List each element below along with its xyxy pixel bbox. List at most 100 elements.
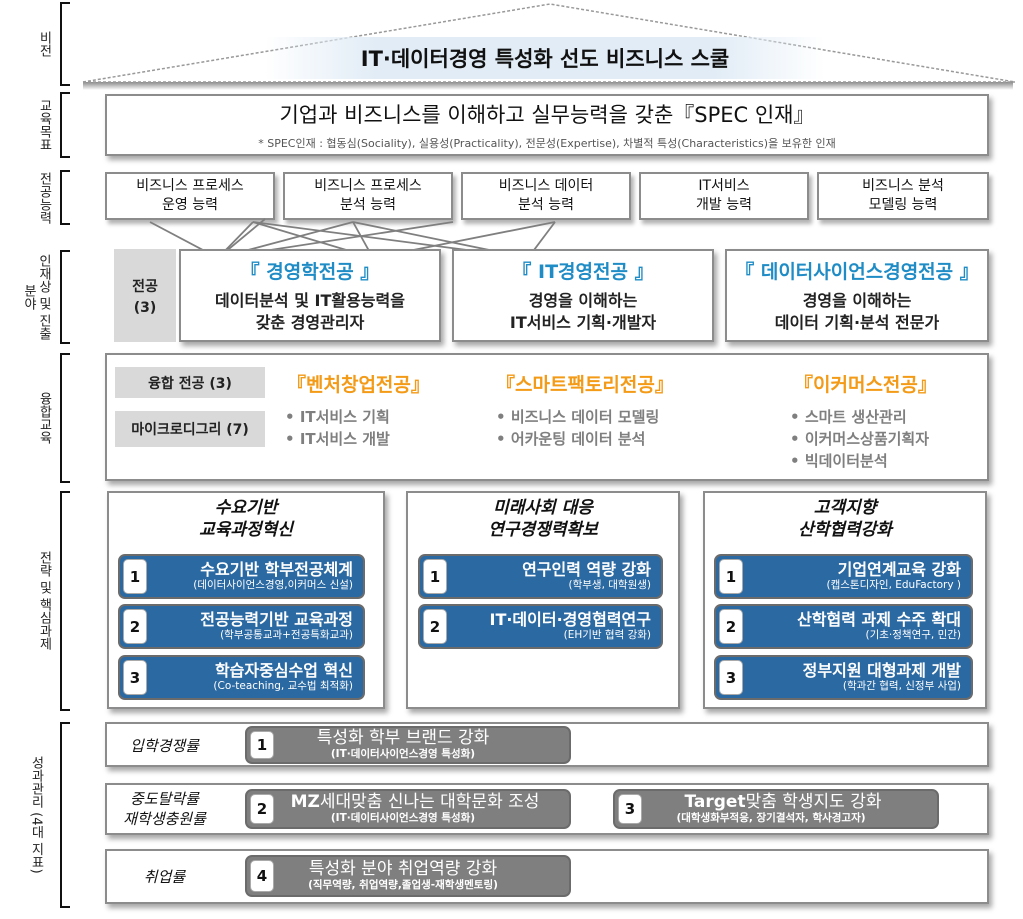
kpi-label-line1: 중도탈락률 — [129, 790, 199, 808]
strategy-bracket — [60, 491, 70, 711]
strategy-card-curriculum: 수요기반 교육과정혁신 1 수요기반 학부전공체계 (데이터사이언스경영,이커머… — [107, 491, 385, 709]
bullet-item: IT서비스 개발 — [285, 429, 390, 451]
task-title: 전공능력기반 교육과정 — [200, 610, 353, 630]
bullet-item: IT서비스 기획 — [285, 407, 390, 429]
task-number: 3 — [618, 794, 642, 824]
task-title: 특성화 학부 브랜드 강화 — [316, 727, 490, 748]
education-goal-bracket — [60, 92, 70, 158]
convergence-title-smart-factory: 『스마트팩토리전공』 — [496, 374, 674, 396]
task-title: IT·데이터·경영협력연구 — [489, 610, 651, 630]
bullet-item: 어카운팅 데이터 분석 — [496, 429, 659, 451]
kpi-task-item: 1 특성화 학부 브랜드 강화 (IT·데이터사이언스경영 특성화) — [245, 726, 571, 764]
kpi-row-employment: 취업률 4 특성화 분야 취업역량 강화 (직무역량, 취업역량,졸업생-재학생… — [105, 849, 989, 904]
talent-bracket — [60, 250, 70, 344]
competency-bracket — [60, 170, 70, 225]
task-number: 1 — [719, 559, 743, 594]
task-number: 1 — [123, 559, 147, 594]
education-goal-note: * SPEC인재 : 협동심(Sociality), 실용성(Practical… — [258, 137, 836, 150]
category-competency-label: 전공능력 — [36, 171, 52, 224]
education-goal-main: 기업과 비즈니스를 이해하고 실무능력을 갖춘『SPEC 인재』 — [279, 103, 815, 127]
task-subtitle: (캡스톤디자인, EduFactory ) — [826, 579, 961, 592]
task-subtitle: (IT·데이터사이언스경영 특성화) — [330, 812, 476, 825]
task-item: 3 정부지원 대형과제 개발 (학과간 협력, 신정부 사업) — [714, 655, 973, 700]
competency-line2: 모델링 능력 — [868, 197, 938, 213]
competency-line1: 비즈니스 데이터 — [498, 178, 594, 195]
kpi-task-item: 4 특성화 분야 취업역량 강화 (직무역량, 취업역량,졸업생-재학생멘토링) — [245, 855, 571, 897]
convergence-major-tag: 융합 전공 (3) — [115, 367, 265, 398]
competency-box: 비즈니스 데이터 분석 능력 — [461, 172, 631, 220]
major-card-it-management: 『 IT경영전공 』 경영을 이해하는 IT서비스 기획·개발자 — [452, 249, 714, 342]
task-number: 1 — [423, 559, 447, 594]
task-title: 정부지원 대형과제 개발 — [802, 661, 961, 681]
connector-lines — [0, 0, 1023, 260]
category-vision-label: 비전 — [36, 31, 52, 57]
task-subtitle: (학부생, 대학원생) — [568, 579, 652, 592]
competency-box: 비즈니스 분석 모델링 능력 — [817, 172, 989, 220]
microdegree-tag: 마이크로디그리 (7) — [115, 411, 265, 447]
major-card-data-science: 『 데이터사이언스경영전공 』 경영을 이해하는 데이터 기획·분석 전문가 — [725, 249, 989, 342]
competency-line2: 분석 능력 — [340, 197, 396, 213]
strategy-title-line1: 수요기반 — [214, 498, 278, 518]
task-subtitle: (IT·데이터사이언스경영 특성화) — [330, 748, 476, 761]
category-performance-label: 성과관리 (4대 지표) — [28, 756, 44, 874]
kpi-task-item: 3 Target맞춤 학생지도 강화 (대학생화부적응, 장기결석자, 학사경고… — [613, 789, 939, 829]
major-title: 『 IT경영전공 』 — [512, 260, 654, 283]
task-title-rest: 세대맞춤 신나는 대학문화 조성 — [319, 791, 540, 812]
task-subtitle: (데이터사이언스경영,이커머스 신설) — [193, 579, 353, 592]
kpi-label: 중도탈락률 재학생충원률 — [107, 789, 222, 830]
kpi-row-admission: 입학경쟁률 1 특성화 학부 브랜드 강화 (IT·데이터사이언스경영 특성화) — [105, 722, 989, 767]
task-number: 3 — [123, 660, 147, 695]
task-title: Target맞춤 학생지도 강화 — [660, 792, 881, 812]
task-title-bold: Target — [684, 791, 746, 812]
major-desc-line2: 데이터 기획·분석 전문가 — [774, 313, 940, 332]
major-desc-line1: 데이터분석 및 IT활용능력을 — [215, 290, 405, 310]
kpi-label-line2: 재학생충원률 — [123, 810, 206, 829]
competency-line1: 비즈니스 프로세스 — [314, 178, 422, 195]
bullet-item: 이커머스상품기획자 — [790, 429, 929, 451]
strategy-title-line1: 미래사회 대응 — [493, 498, 593, 518]
task-number: 2 — [719, 609, 743, 644]
kpi-label: 취업률 — [143, 868, 186, 886]
strategy-title-line2: 산학협력강화 — [798, 520, 892, 541]
category-talent-label: 인재상 및 진출분야 — [21, 253, 51, 341]
competency-line1: 비즈니스 분석 — [862, 178, 944, 195]
vision-roof-shape — [82, 3, 1016, 90]
task-title: 기업연계교육 강화 — [837, 560, 961, 580]
majors-tag-line2: (3) — [133, 299, 157, 316]
convergence-title-ecommerce: 『이커머스전공』 — [794, 374, 937, 396]
strategy-title: 고객지향 산학협력강화 — [705, 497, 985, 541]
convergence-bullets-smart-factory: 비즈니스 데이터 모델링 어카운팅 데이터 분석 — [496, 407, 659, 451]
convergence-title-venture: 『벤처창업전공』 — [287, 374, 430, 396]
bullet-item: 빅데이터분석 — [790, 451, 929, 473]
competency-line2: 운영 능력 — [162, 197, 218, 213]
task-item: 3 학습자중심수업 혁신 (Co-teaching, 교수법 최적화) — [118, 655, 365, 700]
task-item: 2 전공능력기반 교육과정 (학부공통교과+전공특화교과) — [118, 604, 365, 649]
strategy-title: 미래사회 대응 연구경쟁력확보 — [408, 497, 678, 541]
task-title-rest: 맞춤 학생지도 강화 — [745, 791, 882, 812]
task-number: 1 — [250, 731, 274, 759]
vision-bracket — [60, 2, 70, 86]
task-item: 2 IT·데이터·경영협력연구 (EH기반 협력 강화) — [418, 604, 663, 649]
task-item: 2 산학협력 과제 수주 확대 (기초·정책연구, 민간) — [714, 604, 973, 649]
task-item: 1 기업연계교육 강화 (캡스톤디자인, EduFactory ) — [714, 554, 973, 599]
category-convergence-label: 융합교육 — [36, 392, 52, 444]
major-desc-line2: 갖춘 경영관리자 — [255, 313, 365, 332]
majors-count-tag: 전공 (3) — [114, 249, 176, 342]
task-number: 4 — [250, 860, 274, 892]
competency-line1: 비즈니스 프로세스 — [136, 178, 244, 195]
kpi-row-retention: 중도탈락률 재학생충원률 2 MZ세대맞춤 신나는 대학문화 조성 (IT·데이… — [105, 783, 989, 835]
task-title: 학습자중심수업 혁신 — [214, 661, 353, 681]
task-subtitle: (대학생화부적응, 장기결석자, 학사경고자) — [676, 812, 866, 825]
task-subtitle: (Co-teaching, 교수법 최적화) — [213, 680, 353, 693]
task-number: 2 — [423, 609, 447, 644]
performance-bracket — [60, 722, 70, 908]
strategy-title-line2: 교육과정혁신 — [199, 520, 293, 541]
task-title: 수요기반 학부전공체계 — [200, 560, 353, 580]
strategy-title: 수요기반 교육과정혁신 — [109, 497, 383, 541]
kpi-task-item: 2 MZ세대맞춤 신나는 대학문화 조성 (IT·데이터사이언스경영 특성화) — [245, 789, 571, 829]
convergence-bullets-ecommerce: 스마트 생산관리 이커머스상품기획자 빅데이터분석 — [790, 407, 929, 472]
strategy-title-line1: 고객지향 — [813, 498, 877, 518]
major-title: 『 데이터사이언스경영전공 』 — [735, 260, 979, 283]
category-strategy-label: 전략 및 핵심과제 — [36, 551, 52, 651]
competency-line1: IT서비스 — [698, 178, 750, 195]
